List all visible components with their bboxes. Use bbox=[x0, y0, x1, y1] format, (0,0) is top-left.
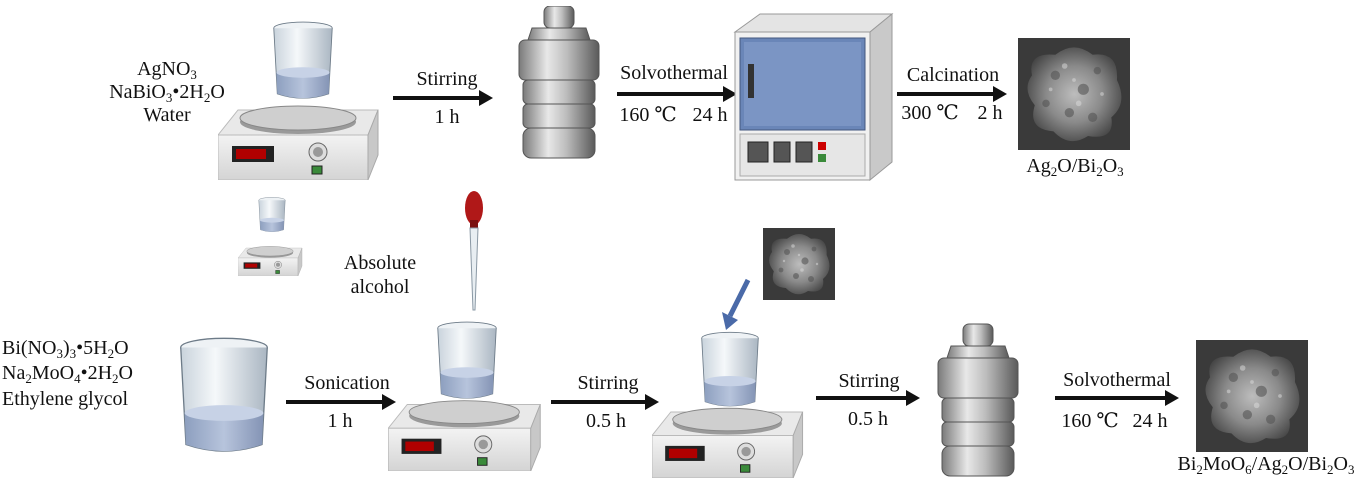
row2-arrow-3 bbox=[816, 390, 920, 406]
muffle-furnace bbox=[733, 12, 894, 182]
row2-arrow-2 bbox=[551, 394, 659, 410]
row2-arrow-4 bbox=[1055, 390, 1179, 406]
row1-arrow-2 bbox=[617, 86, 737, 102]
beaker-2 bbox=[436, 318, 498, 404]
reagent-bino3: Bi(NO3)3•5H2O bbox=[2, 337, 129, 361]
beaker-large bbox=[178, 337, 270, 455]
sem-image-ag2o-bi2o3 bbox=[1016, 38, 1132, 150]
row1-arrow-1 bbox=[393, 90, 493, 106]
autoclave-2 bbox=[933, 320, 1023, 488]
sem-image-composite bbox=[1190, 340, 1314, 452]
reagent-na2moo4: Na2MoO4•2H2O bbox=[2, 362, 133, 386]
beaker-3 bbox=[700, 328, 760, 412]
reagent-ethylene-glycol: Ethylene glycol bbox=[2, 388, 129, 410]
beaker-1 bbox=[272, 12, 334, 110]
row2-arrow-1 bbox=[286, 394, 396, 410]
add-arrow-icon bbox=[722, 278, 751, 330]
row1-arrow-3 bbox=[897, 86, 1007, 102]
sem-image-small bbox=[760, 228, 838, 300]
autoclave-1 bbox=[514, 6, 604, 166]
beaker-small bbox=[258, 195, 286, 235]
dropper-icon bbox=[465, 191, 483, 311]
